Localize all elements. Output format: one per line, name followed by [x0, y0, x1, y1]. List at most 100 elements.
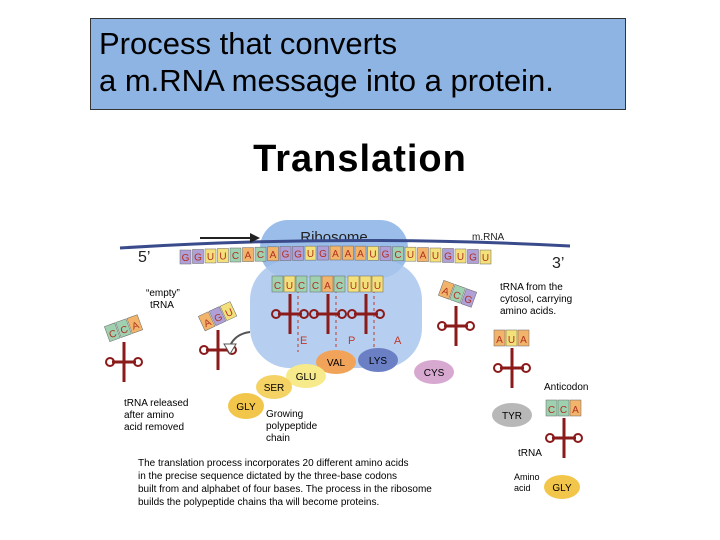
growing-label-1: Growing: [266, 409, 303, 420]
svg-text:A: A: [572, 405, 579, 416]
released-label-1: tRNA released: [124, 398, 188, 409]
svg-text:U: U: [350, 281, 357, 292]
anticodon-base: C: [309, 275, 322, 293]
svg-text:A: A: [131, 320, 141, 333]
empty-trna-label-2: tRNA: [150, 300, 174, 311]
mrna-base: G: [317, 245, 329, 261]
anticodon-base: C: [333, 275, 346, 293]
svg-text:U: U: [224, 307, 235, 320]
three-prime-label: 3’: [552, 255, 564, 272]
mrna-base: A: [354, 245, 367, 261]
slide-title: Translation: [253, 138, 467, 180]
growing-label-3: chain: [266, 433, 290, 444]
aa-gly-2: [544, 475, 580, 499]
svg-text:A: A: [440, 286, 450, 299]
caption-line-4: builds the polypeptide chains tha will b…: [138, 497, 379, 508]
aa-lys: [358, 348, 398, 372]
anticodon-base: A: [569, 399, 582, 417]
aa-cys-label: CYS: [424, 368, 445, 379]
mrna-base: U: [479, 249, 492, 265]
svg-text:A: A: [270, 250, 277, 261]
svg-text:U: U: [407, 250, 414, 261]
svg-text:C: C: [257, 250, 264, 261]
mrna-base: G: [279, 246, 292, 261]
trna-body: [347, 294, 385, 334]
mrna-base: C: [229, 247, 242, 263]
definition-line-2: a m.RNA message into a protein.: [99, 63, 554, 98]
trna-body: [545, 418, 583, 458]
mrna-base: G: [292, 246, 304, 261]
svg-text:U: U: [219, 251, 226, 262]
svg-text:U: U: [457, 252, 464, 263]
a-site-label: A: [394, 335, 402, 347]
mrna-base: U: [404, 246, 417, 262]
svg-text:C: C: [108, 328, 119, 341]
anticodon-base: C: [115, 318, 132, 338]
mrna-label: m.RNA: [472, 232, 505, 243]
anticodon-base: A: [517, 329, 530, 347]
anticodon-base: U: [359, 275, 372, 293]
e-site-label: E: [300, 335, 307, 347]
anticodon-base: G: [208, 306, 227, 327]
mrna-base: U: [304, 245, 317, 261]
mrna-base: C: [254, 246, 267, 262]
aa-tyr-label: TYR: [502, 411, 522, 422]
svg-text:A: A: [345, 249, 352, 260]
svg-text:A: A: [332, 249, 339, 260]
caption-line-3: built from and alphabet of four bases. T…: [138, 484, 432, 495]
svg-text:A: A: [357, 249, 364, 260]
caption-line-1: The translation process incorporates 20 …: [138, 458, 409, 469]
aa-tyr: [492, 403, 532, 427]
anticodon-base: C: [295, 275, 308, 293]
svg-text:U: U: [369, 249, 376, 260]
aa-glu-label: GLU: [296, 372, 317, 383]
svg-text:C: C: [336, 281, 343, 292]
svg-text:U: U: [508, 335, 515, 346]
cytosol-label-2: cytosol, carrying: [500, 294, 572, 305]
mrna-base: U: [204, 248, 217, 264]
p-site-label: P: [348, 335, 355, 347]
anticodon-base: C: [271, 275, 284, 293]
svg-text:G: G: [194, 252, 202, 263]
anticodon-base: A: [321, 275, 334, 293]
svg-text:C: C: [119, 324, 130, 337]
definition-box: Process that converts a m.RNA message in…: [90, 18, 626, 110]
mrna-base: G: [192, 249, 204, 264]
svg-text:U: U: [374, 281, 381, 292]
svg-text:A: A: [202, 317, 213, 330]
mrna-base: A: [417, 247, 429, 262]
mrna-base: C: [392, 246, 404, 262]
ribosome-label: Ribosome: [300, 229, 368, 246]
mrna-backbone: [119, 238, 571, 250]
anticodon-base: A: [493, 329, 506, 347]
svg-text:G: G: [213, 312, 225, 325]
mrna-base: U: [429, 247, 442, 263]
svg-text:C: C: [394, 250, 401, 261]
trna-body: [493, 348, 531, 388]
anticodon-base: C: [545, 399, 558, 417]
svg-text:C: C: [298, 281, 305, 292]
mrna-base: U: [367, 246, 379, 261]
amino-acid-label-1: Amino: [514, 472, 540, 482]
trna-body: [309, 294, 347, 334]
mrna-base: A: [342, 245, 354, 261]
mrna-base: A: [329, 245, 342, 261]
aa-ser: [256, 375, 292, 399]
cytosol-label-1: tRNA from the: [500, 282, 563, 293]
svg-text:G: G: [294, 249, 302, 260]
svg-text:A: A: [520, 335, 527, 346]
aa-gly: [228, 393, 264, 419]
svg-text:C: C: [560, 405, 567, 416]
amino-acid-label-2: acid: [514, 483, 531, 493]
anticodon-base: G: [460, 288, 478, 308]
mrna-base: U: [217, 248, 229, 263]
svg-text:U: U: [432, 251, 439, 262]
svg-text:U: U: [482, 253, 489, 264]
trna-body: [105, 342, 143, 382]
